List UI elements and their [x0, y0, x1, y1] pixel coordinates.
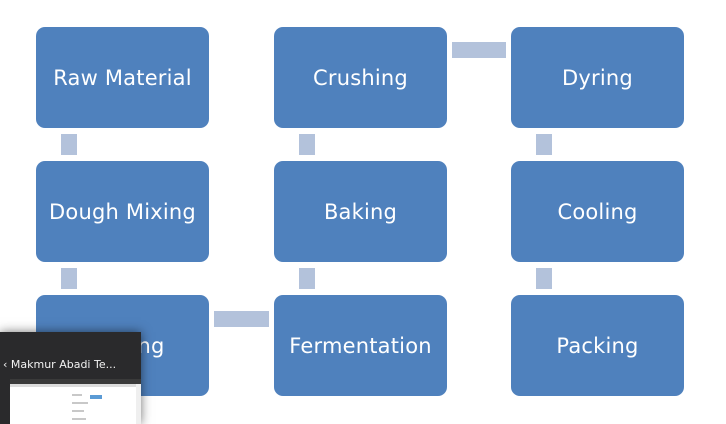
- node-label: Cooling: [557, 199, 638, 224]
- connector-cooling-to-packing: [536, 268, 552, 289]
- node-cooling: Cooling: [511, 161, 684, 262]
- connector-raw-to-dough: [61, 134, 77, 155]
- thumbnail-preview: [10, 379, 141, 424]
- preview-line: [72, 410, 84, 412]
- preview-scrollbar: [136, 384, 141, 424]
- node-raw-material: Raw Material: [36, 27, 209, 128]
- node-label: Baking: [323, 199, 398, 224]
- node-dough-mixing: Dough Mixing: [36, 161, 209, 262]
- connector-molding-to-fermentation: [214, 311, 269, 327]
- node-packing: Packing: [511, 295, 684, 396]
- preview-line: [72, 402, 88, 404]
- node-fermentation: Fermentation: [274, 295, 447, 396]
- connector-baking-to-crushing: [299, 134, 315, 155]
- thumbnail-title: ‹ Makmur Abadi Te...: [3, 358, 117, 371]
- preview-button: [90, 395, 102, 399]
- connector-drying-to-cooling: [536, 134, 552, 155]
- taskbar-window-thumbnail[interactable]: ‹ Makmur Abadi Te...: [0, 332, 141, 424]
- preview-toolbar: [10, 384, 141, 387]
- node-label: Dough Mixing: [49, 199, 196, 224]
- node-label: Packing: [556, 333, 639, 358]
- node-drying: Dyring: [511, 27, 684, 128]
- connector-fermentation-to-baking: [299, 268, 315, 289]
- connector-dough-to-molding: [61, 268, 77, 289]
- connector-crushing-to-drying: [452, 42, 506, 58]
- node-label: Fermentation: [289, 333, 432, 358]
- node-crushing: Crushing: [274, 27, 447, 128]
- node-baking: Baking: [274, 161, 447, 262]
- preview-line: [72, 394, 82, 396]
- node-label: Dyring: [562, 65, 633, 90]
- preview-line: [72, 418, 86, 420]
- node-label: Crushing: [313, 65, 408, 90]
- node-label: Raw Material: [53, 65, 192, 90]
